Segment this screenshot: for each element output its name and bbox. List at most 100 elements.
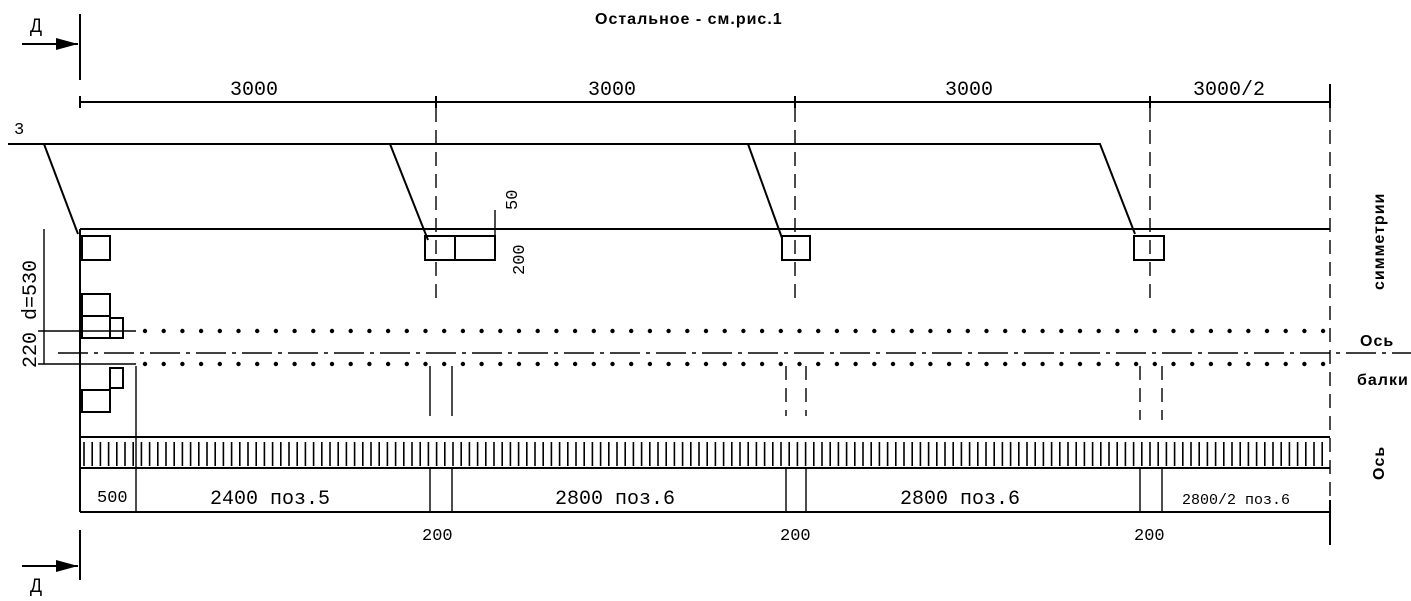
rebar-dot: [460, 361, 466, 367]
block-dim-top: 50: [504, 190, 523, 210]
rebar-dot: [516, 328, 522, 334]
bottom-seg-3: 2800 поз.6: [555, 488, 675, 511]
rebar-dot: [1096, 328, 1101, 334]
rebar-dot: [161, 361, 166, 367]
rebar-dot: [572, 328, 578, 334]
rebar-dot: [554, 361, 559, 367]
rebar-dot: [273, 361, 279, 367]
rebar-dot: [329, 328, 335, 334]
rebar-dot: [1302, 328, 1307, 334]
dot-row-lower: [142, 361, 1326, 367]
rebar-dot: [797, 361, 802, 367]
rebar-dot: [180, 361, 185, 367]
rebar-dot: [610, 361, 615, 367]
rebar-dot: [1040, 361, 1045, 367]
rebar-dot: [722, 328, 727, 334]
rebar-dot: [703, 361, 709, 367]
rebar-dot: [255, 328, 260, 334]
rebar-dot: [778, 361, 783, 367]
rebar-dot: [198, 328, 204, 334]
bottom-dimension-line: 500 2400 поз.5 2800 поз.6 2800 поз.6 280…: [80, 488, 1331, 546]
axis-lines: [435, 108, 1331, 545]
rebar-dot: [1059, 328, 1064, 334]
gap-label-3: 200: [1134, 527, 1165, 546]
top-dim-4: 3000/2: [1193, 79, 1265, 102]
rebar-dot: [853, 361, 858, 367]
rebar-dot: [404, 328, 409, 334]
lower-stubs: [135, 366, 1163, 512]
left-dim-label: 220 d=530: [20, 260, 43, 368]
rebar-dot: [367, 328, 372, 334]
rebar-dot: [834, 328, 840, 334]
axis-label-2: Ось: [1371, 446, 1388, 480]
rebar-dot: [367, 361, 372, 367]
rebar-dot: [666, 328, 671, 334]
rebar-dot: [1302, 361, 1307, 367]
hatch-lines: [83, 442, 1323, 466]
rebar-dot: [498, 328, 503, 334]
rebar-dot: [703, 328, 709, 334]
bottom-seg-4: 2800 поз.6: [900, 488, 1020, 511]
rebar-dot: [1171, 361, 1176, 367]
rebar-dot: [872, 328, 877, 334]
gap-label-1: 200: [422, 527, 453, 546]
bottom-seg-5: 2800/2 поз.6: [1182, 492, 1290, 509]
rebar-dot: [1227, 361, 1232, 367]
left-dimension: 220 d=530: [20, 229, 136, 368]
rebar-dot: [1115, 328, 1120, 334]
section-mark-top: Д: [22, 14, 81, 80]
rebar-dot: [311, 361, 316, 367]
rebar-dot: [535, 361, 540, 367]
rebar-dot: [759, 361, 765, 367]
rebar-dot: [273, 328, 279, 334]
rebar-dot: [759, 328, 765, 334]
upper-blocks: [81, 210, 1165, 261]
rebar-dot: [1320, 361, 1326, 367]
rebar-dot: [984, 361, 989, 367]
rebar-dot: [741, 361, 746, 367]
rebar-dot: [1320, 328, 1326, 334]
rebar-dot: [1152, 328, 1158, 334]
rebar-dot: [1190, 328, 1195, 334]
rebar-dot: [722, 361, 727, 367]
rebar-dot: [1246, 361, 1251, 367]
dot-row-upper: [142, 328, 1326, 334]
rebar-dot: [816, 328, 821, 334]
rebar-dot: [442, 328, 447, 334]
rebar-dot: [460, 328, 466, 334]
rebar-dot: [142, 328, 148, 334]
top-dim-3: 3000: [945, 79, 993, 102]
rebar-dot: [890, 328, 896, 334]
rebar-dot: [685, 361, 690, 367]
top-dim-1: 3000: [230, 79, 278, 102]
rebar-dot: [1246, 328, 1251, 334]
rebar-dot: [1264, 328, 1270, 334]
rebar-dot: [1003, 361, 1008, 367]
rebar-dot: [591, 328, 596, 334]
top-dimension-line: 3000 3000 3000 3000/2: [79, 79, 1331, 108]
section-arrow-top: [56, 38, 78, 50]
rebar-dot: [1227, 328, 1232, 334]
rebar-dot: [385, 361, 391, 367]
rebar-dot: [778, 328, 783, 334]
rebar-dot: [685, 328, 690, 334]
symmetry-label: симметрии: [1371, 193, 1388, 290]
rebar-dot: [1152, 361, 1158, 367]
section-mark-top-label: Д: [30, 16, 42, 39]
rebar-dot: [946, 361, 952, 367]
rebar-dot: [217, 361, 222, 367]
rebar-dot: [1040, 328, 1045, 334]
rebar-dot: [666, 361, 671, 367]
title-note: Остальное - см.рис.1: [595, 11, 783, 28]
rebar-dot: [853, 328, 858, 334]
section-arrow-bottom: [56, 560, 78, 572]
rebar-dot: [1208, 328, 1214, 334]
rebar-dot: [1208, 361, 1214, 367]
rebar-dot: [1171, 328, 1176, 334]
rebar-dot: [311, 328, 316, 334]
leader-3: 3: [8, 121, 1136, 241]
rebar-dot: [292, 328, 297, 334]
rebar-dot: [797, 328, 802, 334]
block-dim-side: 200: [511, 244, 530, 275]
rebar-dot: [516, 361, 522, 367]
